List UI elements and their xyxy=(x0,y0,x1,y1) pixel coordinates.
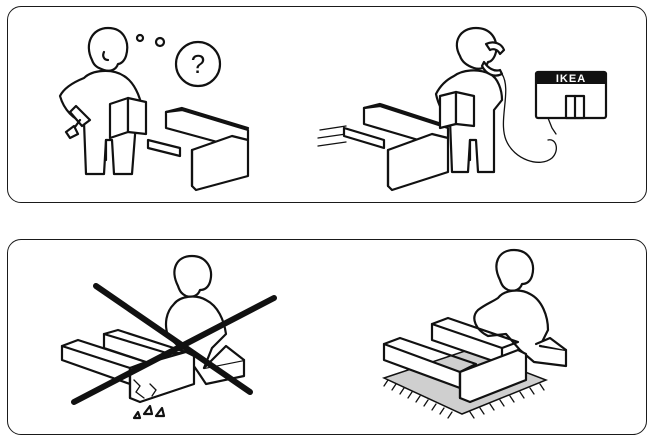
confused-person-figure xyxy=(58,26,144,176)
damage-marks xyxy=(132,379,166,420)
phone-icon xyxy=(480,41,558,163)
kneeling-person-figure-wrong xyxy=(164,254,246,386)
furniture-panels-right xyxy=(342,102,450,192)
speed-lines xyxy=(317,125,347,147)
question-mark-icon: ? xyxy=(191,49,205,79)
hammer-icon xyxy=(64,104,92,140)
store-building-icon xyxy=(534,70,608,135)
instruction-booklet xyxy=(108,96,148,140)
furniture-panels-left xyxy=(146,106,250,192)
instruction-booklet-2 xyxy=(438,90,476,130)
furniture-frame-right xyxy=(382,316,528,404)
store-sign-label: IKEA xyxy=(556,73,586,85)
kneeling-person-figure-right xyxy=(473,248,568,368)
question-bubble xyxy=(174,40,222,88)
cross-out-icon xyxy=(71,283,277,405)
thought-bubble: ? xyxy=(135,33,222,88)
